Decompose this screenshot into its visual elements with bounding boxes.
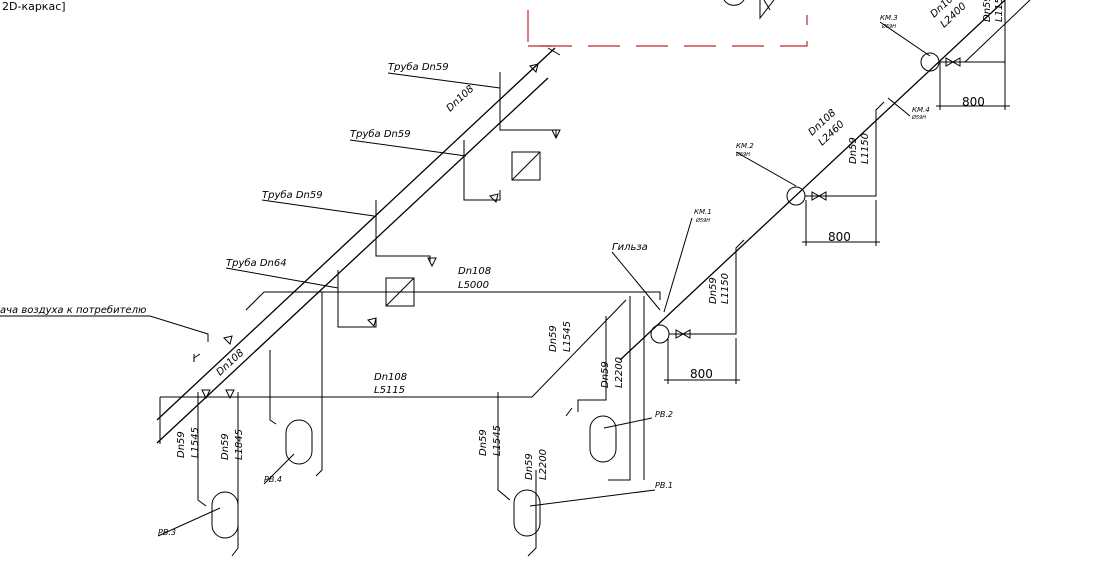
- horizontal-pipe-l5000: [245, 291, 661, 311]
- leader-lines: [157, 21, 931, 537]
- branch-pipes-upper: [337, 72, 557, 328]
- label-truba-top: Труба Dn59: [388, 61, 449, 73]
- spec-h2-dn: Dn108: [374, 372, 407, 383]
- top-valve-symbol: [723, 0, 775, 20]
- spec-km1-len: L1150: [720, 273, 731, 304]
- spec-c1-dn: Dn59: [548, 325, 559, 352]
- spec-rv3b-dn: Dn59: [220, 433, 231, 460]
- spec-rv1-dn: Dn59: [478, 429, 489, 456]
- spec-c2-len: L2200: [614, 357, 625, 388]
- spec-top-r-dn: Dn59: [982, 0, 993, 22]
- spec-c2-dn: Dn59: [600, 361, 611, 388]
- label-rv1: РВ.1: [655, 481, 673, 490]
- label-km3: КМ.3: [880, 14, 898, 22]
- spec-rv3-dn: Dn59: [176, 431, 187, 458]
- label-km4-sub: Ø59Н: [911, 114, 926, 121]
- label-km2: КМ.2: [736, 142, 754, 150]
- label-gilza: Гильза: [612, 242, 648, 253]
- spec-main-dn108: Dn108: [445, 84, 477, 115]
- label-rv4: РВ.4: [264, 475, 282, 484]
- spec-km2-dn: Dn59: [848, 137, 859, 164]
- label-km3-sub: Ø59Н: [881, 23, 896, 30]
- receiver-rv4[interactable]: [285, 419, 313, 465]
- receivers[interactable]: [211, 415, 617, 539]
- boundary-outline: [527, 10, 808, 47]
- dim-low: 800: [690, 367, 713, 381]
- spec-h1-len: L5000: [458, 280, 489, 291]
- label-rv3: РВ.3: [158, 528, 176, 537]
- spec-rv1b-dn: Dn59: [524, 453, 535, 480]
- km3-assembly: [920, 0, 1031, 110]
- receiver-rv3[interactable]: [211, 491, 239, 539]
- spec-h2-len: L5115: [374, 385, 405, 396]
- receiver-rv1[interactable]: [513, 489, 541, 537]
- km2-assembly: [786, 101, 885, 246]
- central-branches: [197, 292, 645, 557]
- label-truba-dn64: Труба Dn64: [226, 257, 287, 269]
- spec-top-r-len: L1150: [994, 0, 1005, 22]
- supply-leader: [0, 315, 209, 362]
- viewport-label: 2D-каркас]: [2, 0, 66, 13]
- km1-assembly: [650, 239, 745, 384]
- main-pipe-diagonal: [156, 47, 561, 444]
- valve-markers: [201, 63, 561, 400]
- label-km1: КМ.1: [694, 208, 712, 216]
- spec-km2-len: L1150: [860, 133, 871, 164]
- label-km1-sub: Ø59Н: [695, 217, 710, 224]
- spec-km1-dn: Dn59: [708, 277, 719, 304]
- label-km4: КМ.4: [912, 106, 930, 114]
- receiver-rv2[interactable]: [589, 415, 617, 463]
- horizontal-pipe-l5115: [159, 299, 627, 444]
- label-supply: ача воздуха к потребителю: [0, 304, 146, 316]
- labels: Труба Dn59 Труба Dn59 Труба Dn59 Труба D…: [0, 0, 1005, 537]
- spec-h1-dn: Dn108: [458, 266, 491, 277]
- label-km2-sub: Ø59Н: [735, 151, 750, 158]
- main-pipe-right: [619, 0, 1006, 361]
- label-rv2: РВ.2: [655, 410, 673, 419]
- spec-c1-len: L1545: [562, 321, 573, 352]
- spec-rv1-len: L1545: [492, 425, 503, 456]
- spec-rv1b-len: L2200: [538, 449, 549, 480]
- spec-rv3b-len: L1845: [234, 429, 245, 460]
- dim-top: 800: [962, 95, 985, 109]
- spec-rv3-len: L1545: [190, 427, 201, 458]
- dim-mid: 800: [828, 230, 851, 244]
- label-truba-3: Труба Dn59: [262, 189, 323, 201]
- label-truba-2: Труба Dn59: [350, 128, 411, 140]
